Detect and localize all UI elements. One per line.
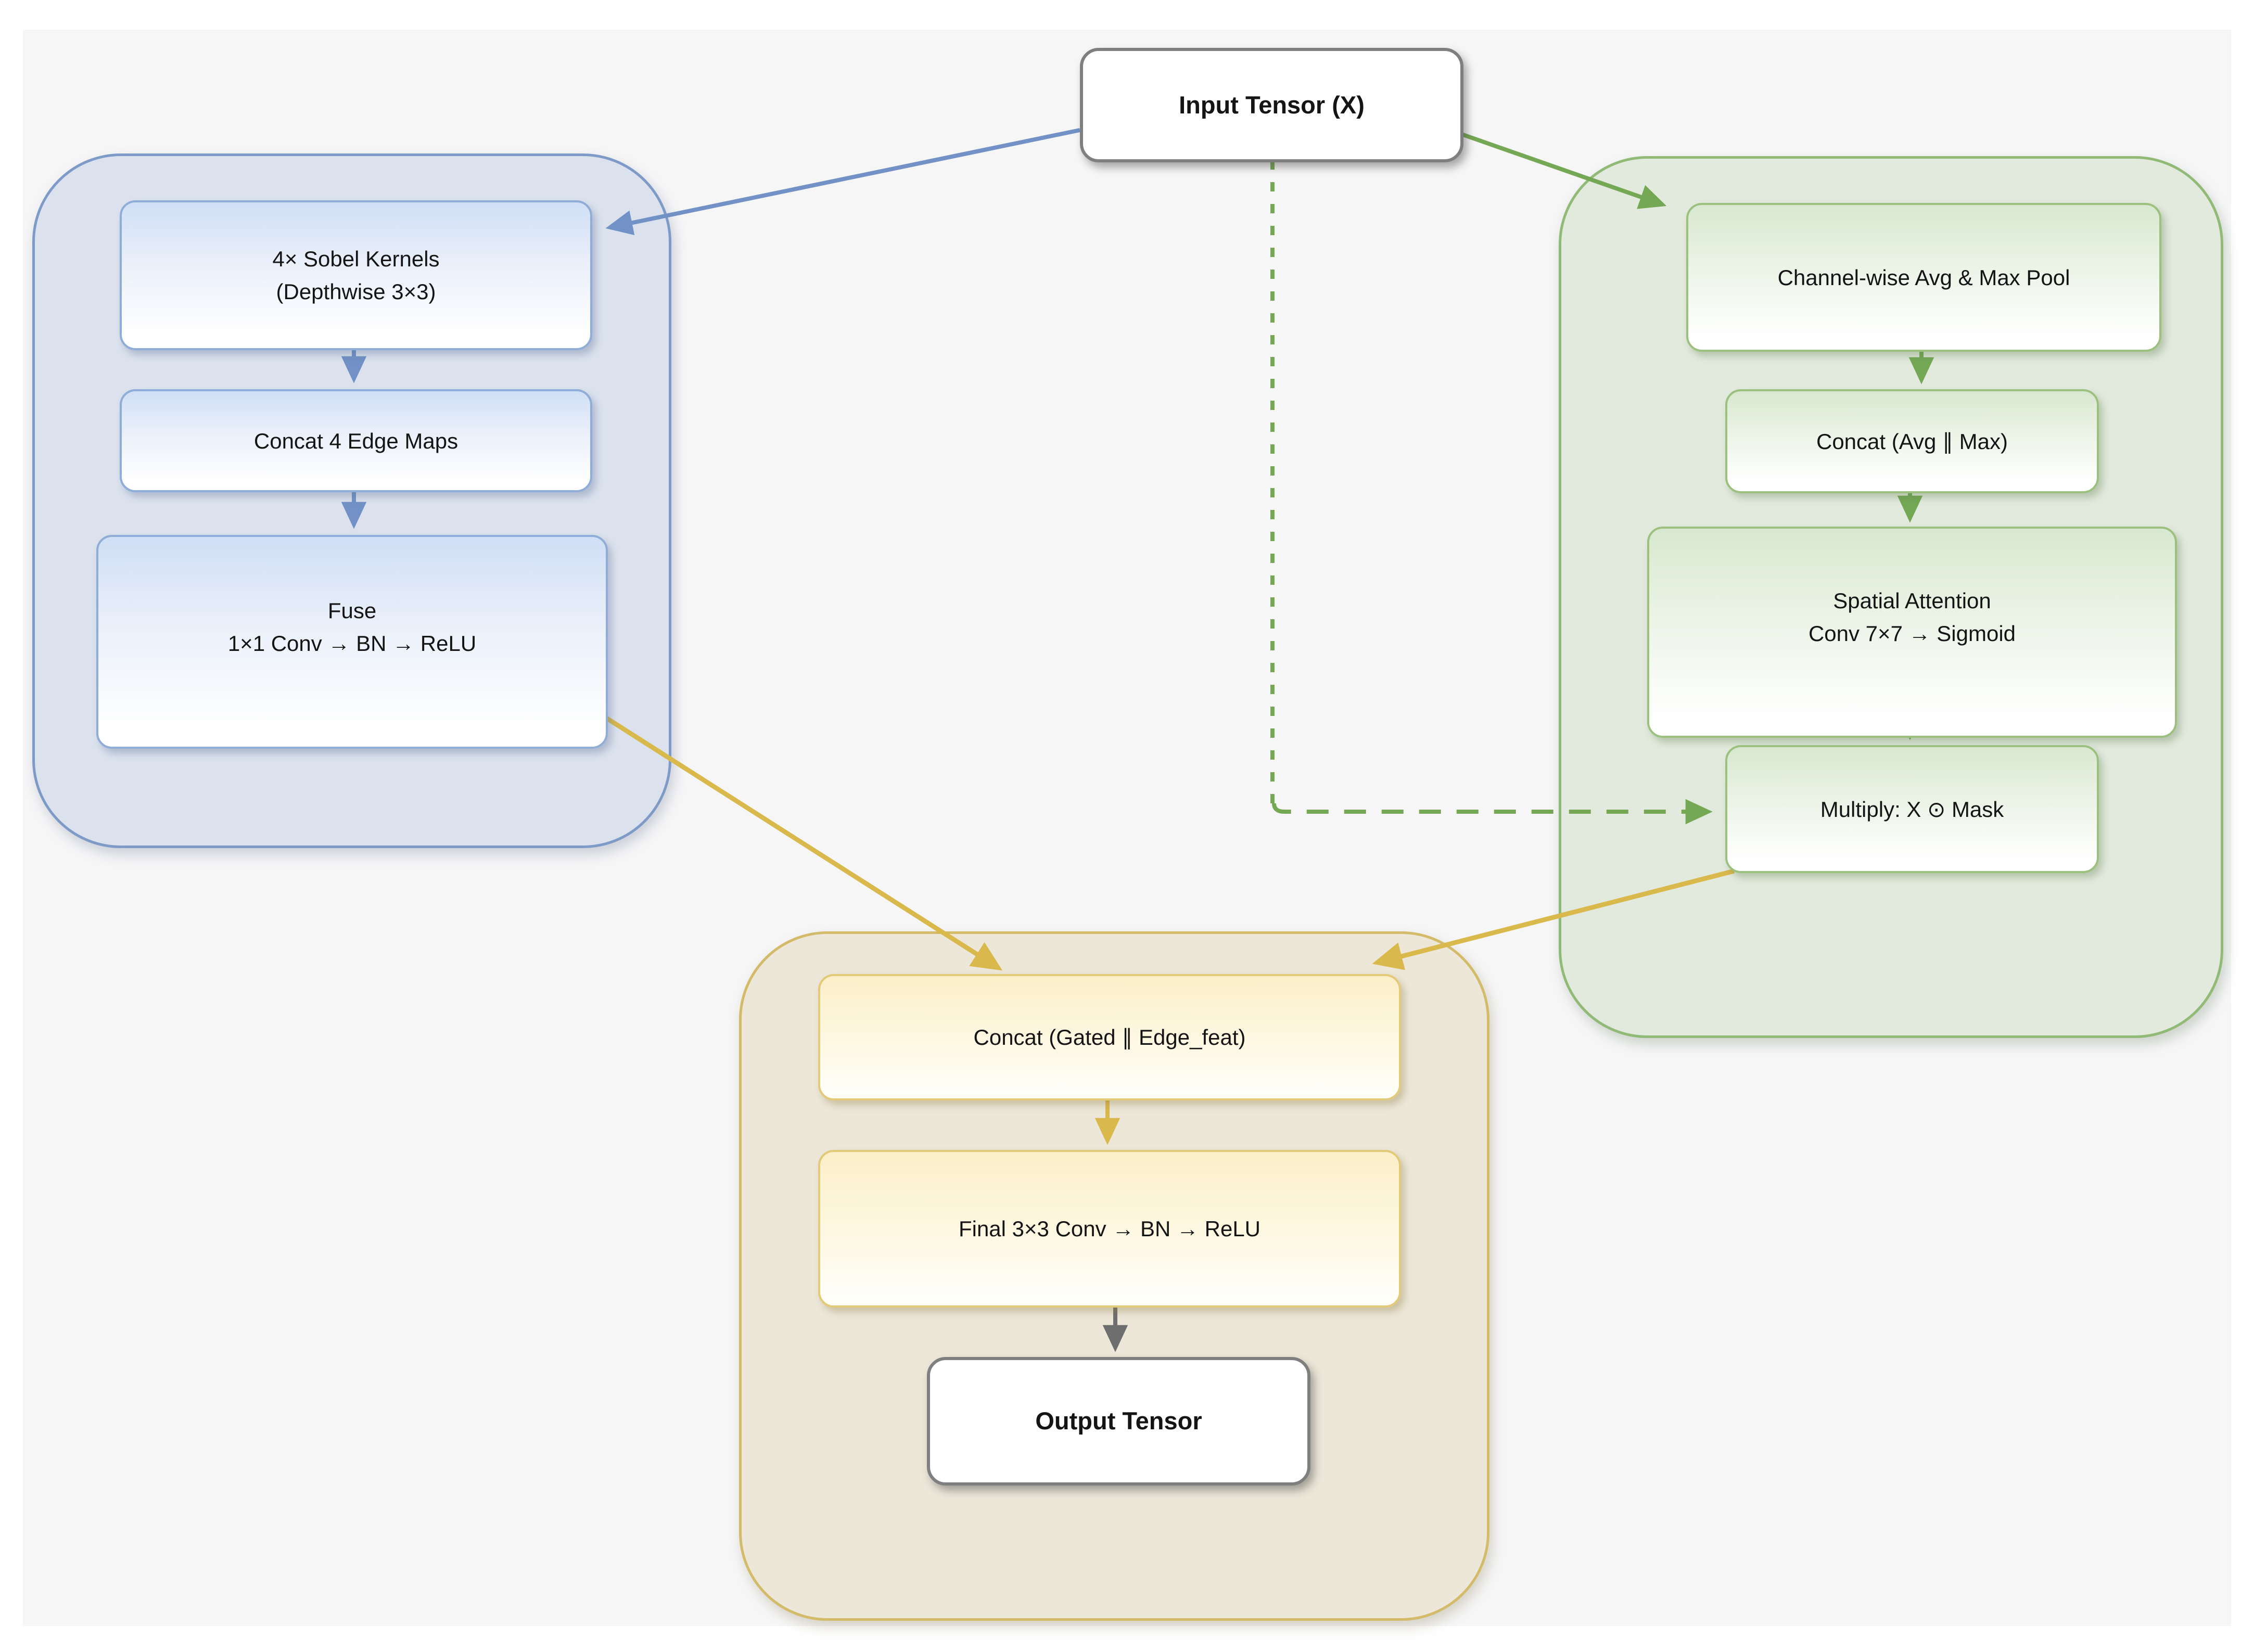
node-spatial-attention: Spatial Attention Conv 7×7 → Sigmoid	[1647, 527, 2177, 738]
node-multiply-mask: Multiply: X ⊙ Mask	[1725, 745, 2099, 873]
node-fuse: Fuse 1×1 Conv → BN → ReLU	[96, 535, 608, 749]
node-channel-pool: Channel-wise Avg & Max Pool	[1686, 203, 2161, 352]
node-sobel-kernels: 4× Sobel Kernels (Depthwise 3×3)	[120, 200, 592, 350]
node-final-conv: Final 3×3 Conv → BN → ReLU	[818, 1150, 1401, 1308]
node-input-tensor: Input Tensor (X)	[1080, 48, 1463, 162]
node-concat-edge-maps: Concat 4 Edge Maps	[120, 389, 592, 492]
node-output-tensor: Output Tensor	[927, 1357, 1310, 1485]
node-concat-gated-edge: Concat (Gated ∥ Edge_feat)	[818, 974, 1401, 1100]
node-concat-avg-max: Concat (Avg ∥ Max)	[1725, 389, 2099, 493]
